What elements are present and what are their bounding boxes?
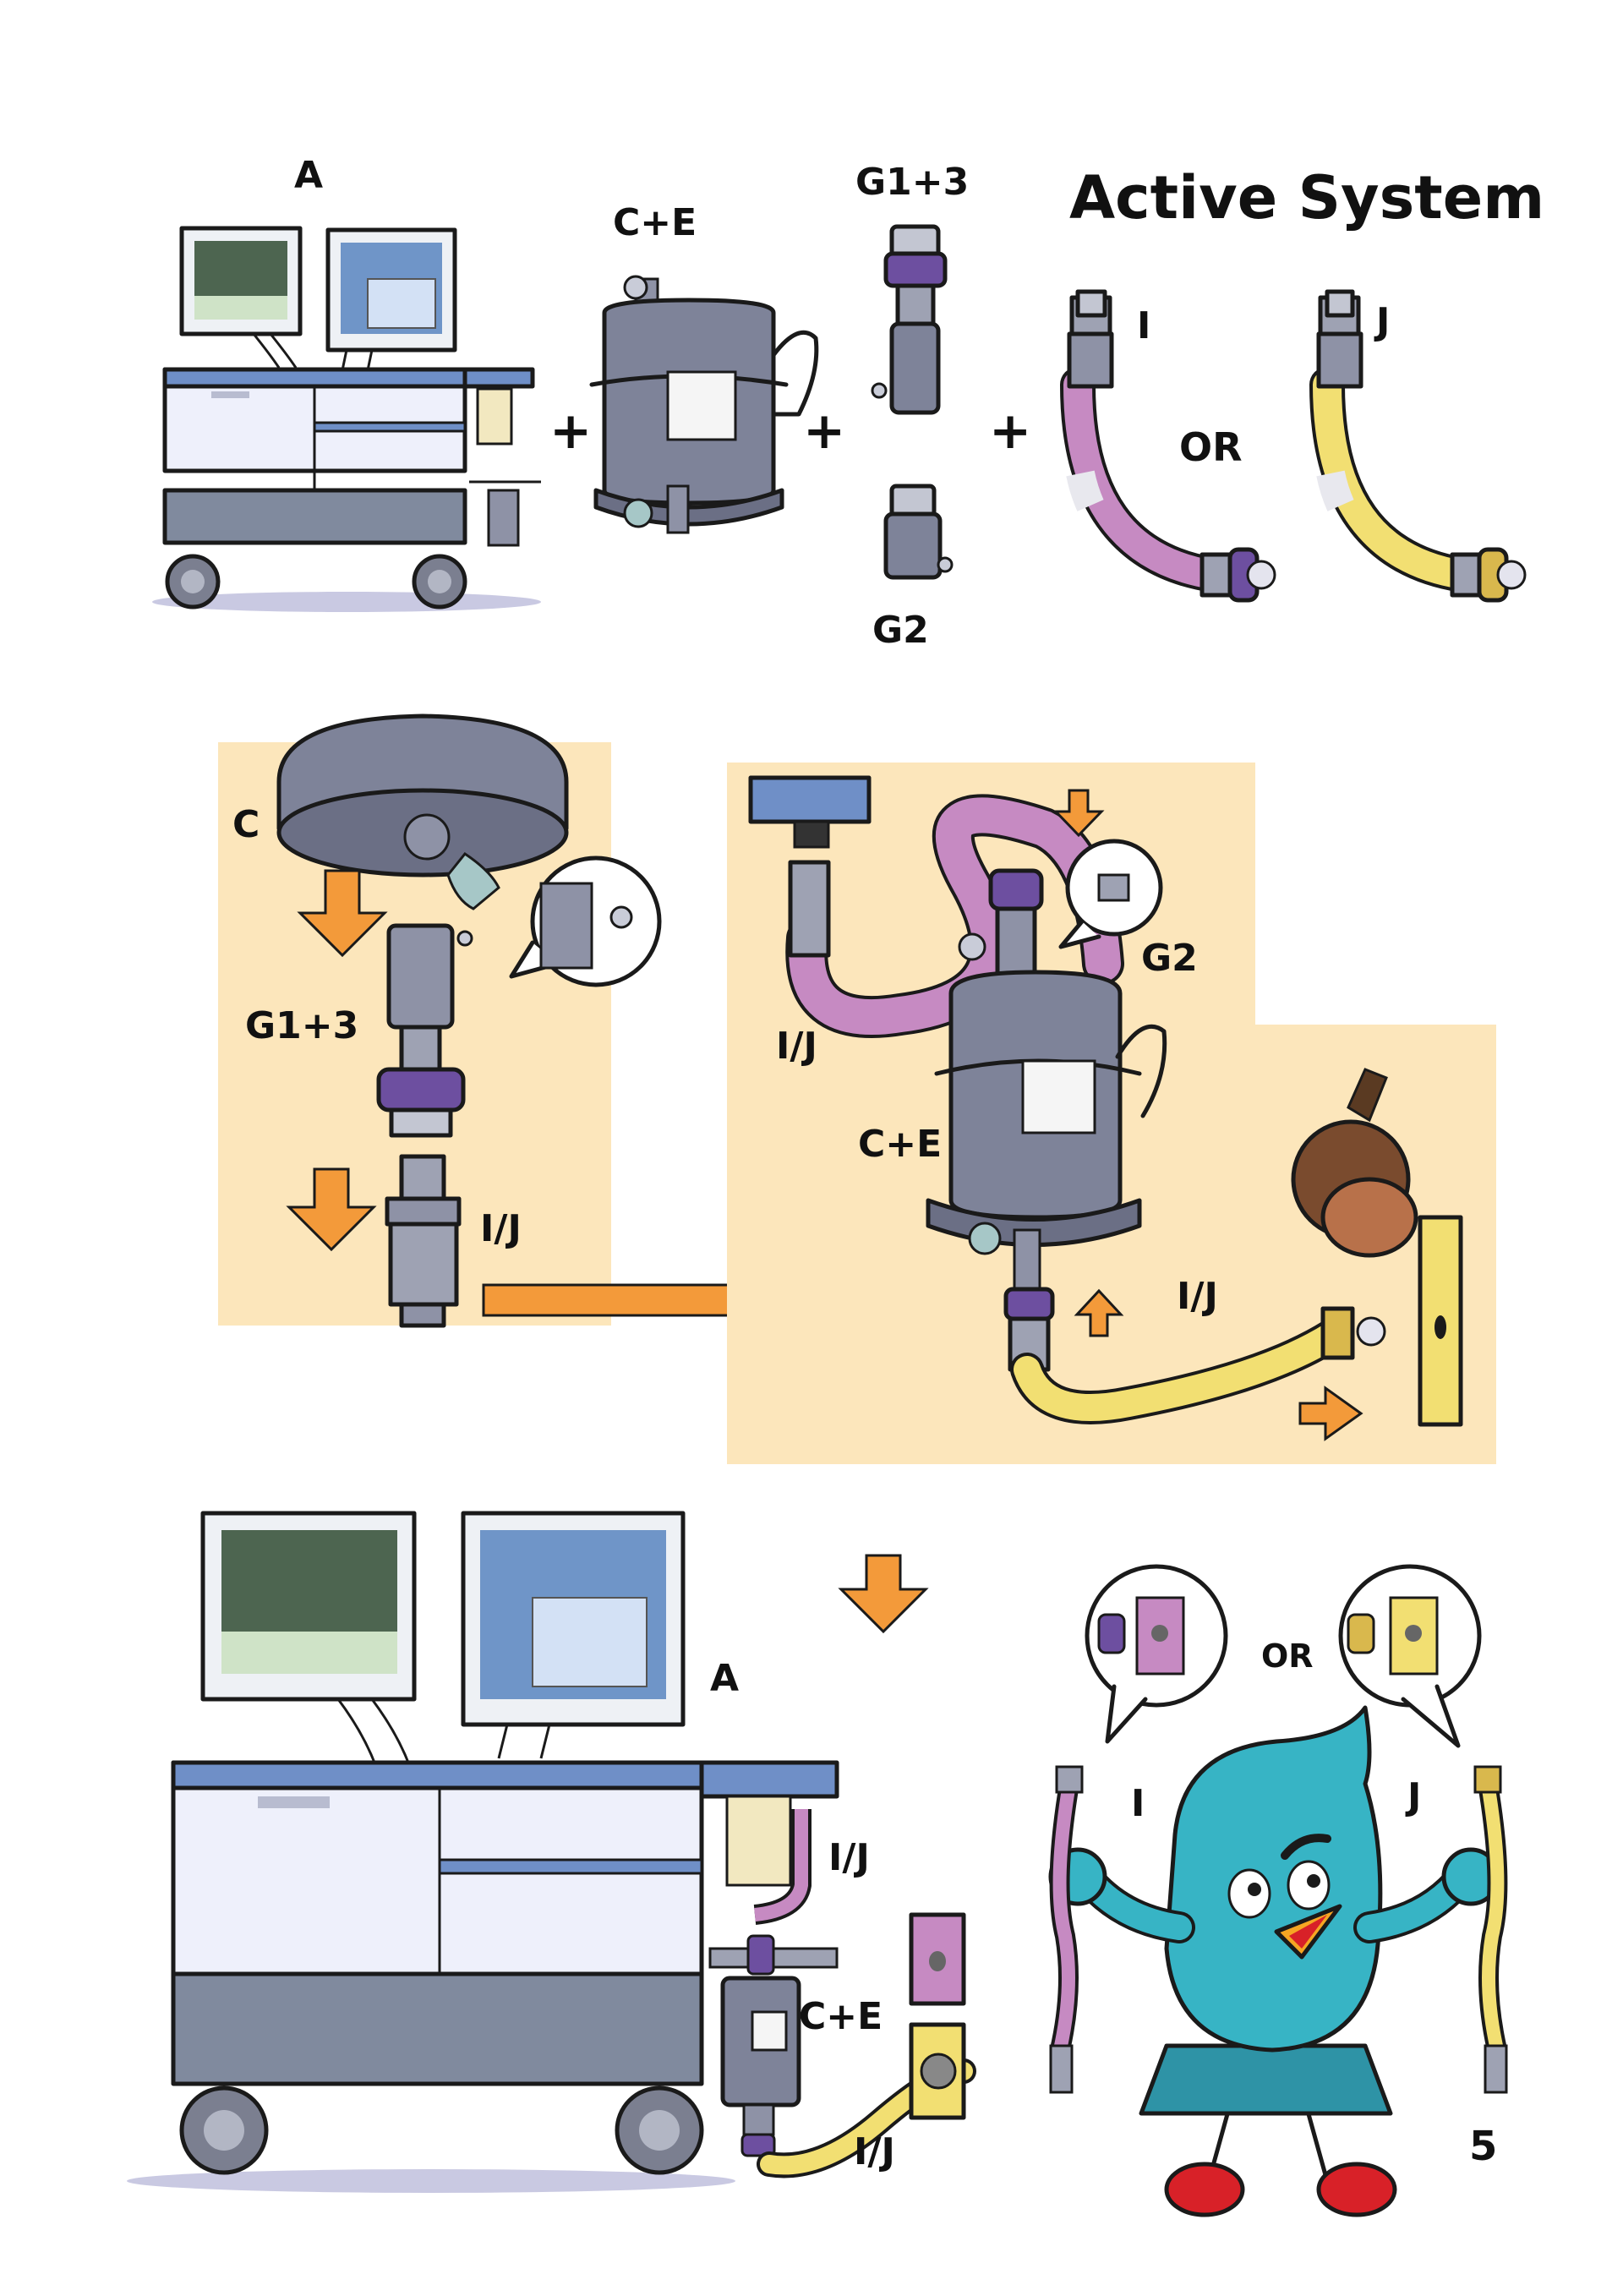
adapter-g1-3-assembly bbox=[376, 923, 473, 1138]
mascot-hose-purple bbox=[1049, 1765, 1084, 2094]
label-right-panel-ij-top: I/J bbox=[776, 1025, 817, 1068]
zoom-bubble-g2 bbox=[1058, 839, 1163, 949]
label-mascot-j: J bbox=[1405, 1775, 1421, 1818]
label-left-panel-ij: I/J bbox=[480, 1207, 522, 1250]
arrow-down-bottom bbox=[838, 1554, 929, 1634]
label-final-machine-a: A bbox=[710, 1657, 739, 1700]
adapter-g2 bbox=[883, 484, 954, 580]
zoom-bubble-clamp bbox=[509, 856, 662, 987]
label-final-ij-bottom: I/J bbox=[854, 2130, 895, 2173]
page-title: Active System bbox=[1069, 163, 1544, 232]
label-hose-j: J bbox=[1374, 300, 1390, 343]
plus-sign-1: + bbox=[549, 402, 592, 461]
wall-outlet-right bbox=[1418, 1215, 1463, 1427]
arrow-down-right-small bbox=[1052, 789, 1105, 838]
label-adapter-g2: G2 bbox=[872, 609, 929, 652]
label-or-top: OR bbox=[1179, 424, 1243, 470]
label-right-panel-g2: G2 bbox=[1141, 937, 1198, 980]
girl-avatar bbox=[1291, 1068, 1418, 1258]
label-final-c-e: C+E bbox=[799, 1995, 883, 2038]
plus-sign-3: + bbox=[989, 402, 1031, 461]
bubble-purple-outlet bbox=[1085, 1564, 1228, 1744]
label-left-panel-g1-3: G1+3 bbox=[245, 1004, 358, 1047]
label-right-panel-ij-bottom: I/J bbox=[1177, 1275, 1218, 1318]
mascot-hose-yellow bbox=[1473, 1765, 1508, 2094]
wall-outlets-final bbox=[909, 1912, 966, 2120]
label-left-panel-c: C bbox=[232, 803, 260, 846]
ceiling-mount bbox=[748, 775, 872, 849]
canister-bottom-view bbox=[276, 713, 569, 910]
purple-hose-overhead bbox=[785, 794, 1124, 1039]
plus-sign-2: + bbox=[803, 402, 845, 461]
label-final-ij-top: I/J bbox=[828, 1836, 870, 1879]
label-mascot-or: OR bbox=[1261, 1637, 1314, 1675]
label-hose-i: I bbox=[1137, 304, 1150, 347]
adapter-g1-3 bbox=[871, 224, 948, 415]
yellow-hose-floor bbox=[1010, 1306, 1386, 1424]
canister-c-e bbox=[589, 275, 819, 534]
label-canister-c-e: C+E bbox=[613, 201, 697, 244]
label-machine-a: A bbox=[294, 154, 323, 197]
arrow-up-right-small bbox=[1074, 1288, 1124, 1337]
arrow-down-left-1 bbox=[297, 869, 388, 958]
arrow-down-left-2 bbox=[286, 1167, 377, 1252]
page-number: 5 bbox=[1469, 2123, 1497, 2170]
hose-j-yellow bbox=[1309, 289, 1527, 603]
hose-connector-end bbox=[385, 1154, 462, 1328]
arrow-right-to-outlet bbox=[1298, 1386, 1363, 1441]
label-right-panel-c-e: C+E bbox=[858, 1123, 942, 1166]
label-adapter-g1-3: G1+3 bbox=[855, 161, 969, 204]
anesthesia-machine-small bbox=[152, 226, 541, 612]
hose-i-purple bbox=[1060, 289, 1276, 603]
bubble-yellow-outlet bbox=[1338, 1564, 1482, 1748]
label-mascot-i: I bbox=[1131, 1782, 1145, 1825]
mounted-canister-final bbox=[708, 1809, 839, 2157]
anesthesia-machine-large bbox=[127, 1511, 839, 2193]
mascot-character bbox=[1048, 1705, 1500, 2217]
